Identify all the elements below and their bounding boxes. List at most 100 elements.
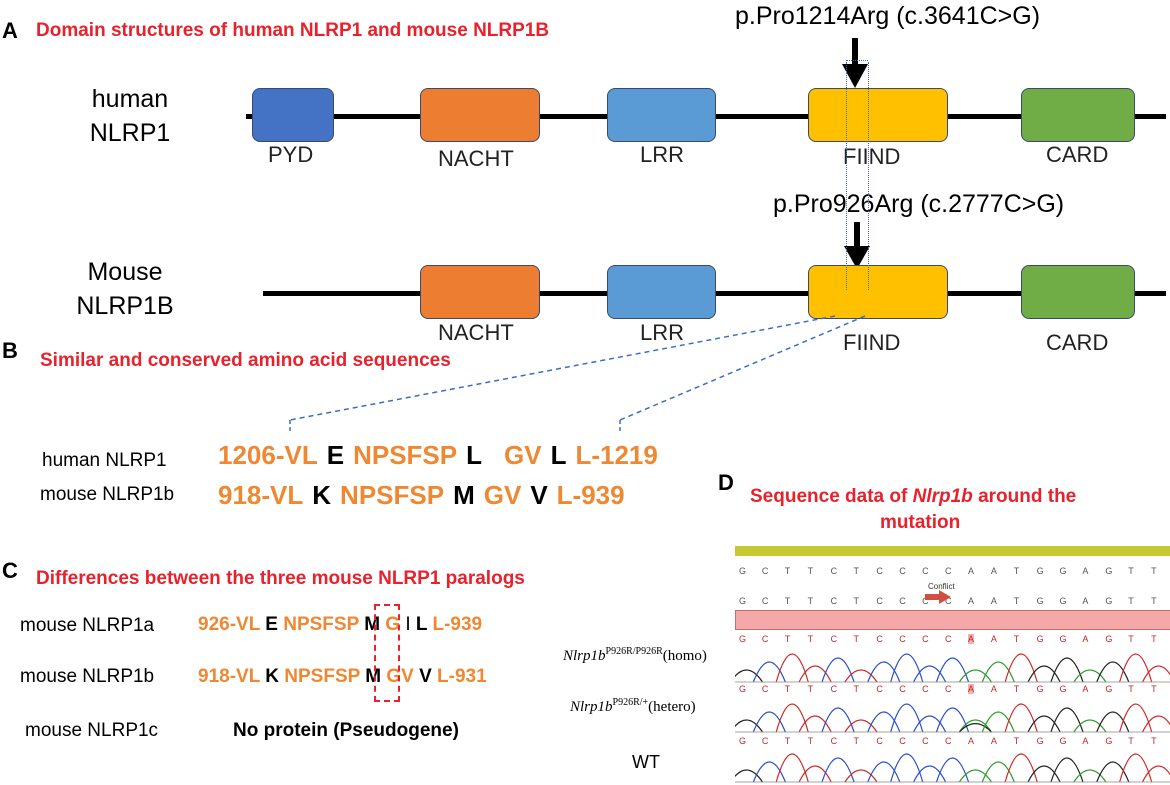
chromatogram-peak — [844, 719, 878, 733]
zoom-connector-lines — [289, 315, 866, 434]
human-domain-card — [1021, 88, 1135, 142]
base-letter: A — [1082, 736, 1089, 746]
base-letter: A — [967, 684, 974, 694]
chromatogram-homo — [735, 653, 1170, 683]
base-letter: G — [1036, 596, 1044, 606]
base-letter: C — [922, 634, 929, 644]
base-letter: T — [1013, 566, 1020, 576]
base-letter: C — [761, 596, 769, 606]
human-lrr-label: LRR — [640, 142, 685, 167]
seq-token: 918-VL — [218, 480, 304, 510]
seq-token: V — [419, 666, 432, 687]
mouse-domain-nacht — [420, 265, 540, 319]
chromatogram-peak — [1004, 703, 1038, 733]
base-letter: C — [876, 566, 883, 576]
seq-token: NPSFSP — [353, 440, 458, 470]
base-letter: G — [1105, 684, 1113, 694]
base-letter: T — [853, 736, 859, 746]
track-sup: P926R/P926R — [605, 646, 663, 657]
seq-token: L-1219 — [575, 440, 658, 470]
base-letter: A — [990, 684, 997, 694]
base-letter: T — [1151, 736, 1157, 746]
seq-token: V — [530, 480, 548, 510]
mutation-guide-line-left — [846, 62, 847, 290]
base-letter: A — [967, 634, 974, 644]
base-letter: G — [1059, 596, 1067, 606]
human-domain-lrr — [607, 88, 716, 142]
chromatogram-peak — [913, 665, 947, 683]
base-letter: T — [807, 566, 814, 576]
human-mutation-arrow-icon — [842, 38, 868, 88]
base-letter: G — [739, 596, 747, 606]
panel-d-title-gene: Nlrp1b — [912, 486, 973, 507]
base-letter: C — [761, 736, 769, 746]
chromatogram-peak — [844, 769, 878, 783]
chromatogram-peak — [958, 669, 992, 683]
base-letter: C — [876, 736, 883, 746]
seq-token: L-931 — [437, 666, 487, 687]
human-pyd-label: PYD — [268, 142, 314, 167]
chromatogram-peak — [958, 719, 992, 733]
base-letter: T — [1013, 596, 1020, 606]
base-letter: G — [1036, 736, 1044, 746]
seq-c-row1: 926-VL E NPSFSP M G I L L-939 — [198, 614, 482, 636]
mouse-domain-fiind — [808, 265, 948, 319]
seq-token: NPSFSP — [340, 480, 445, 510]
seq-b-row2-name: mouse NLRP1b — [40, 484, 175, 505]
seq-token: L — [550, 440, 567, 470]
chromatogram-peak — [775, 703, 809, 733]
chromatogram-peak — [1119, 703, 1153, 733]
panel-c-title: Differences between the three mouse NLRP… — [36, 568, 525, 589]
base-letter: G — [739, 566, 747, 576]
chromatogram-peak — [1050, 707, 1084, 733]
base-letter: A — [990, 634, 997, 644]
mouse-fiind-label: FIIND — [843, 330, 901, 355]
chromatogram-peak — [1096, 661, 1130, 683]
chromatogram-peak — [1027, 715, 1061, 733]
track-suffix: (hetero) — [648, 699, 696, 715]
base-letter: C — [899, 596, 906, 606]
chromatogram-wt — [735, 753, 1170, 783]
seq-token: M — [453, 480, 475, 510]
mouse-card-label: CARD — [1046, 330, 1109, 355]
chromatogram-peak — [1050, 657, 1084, 683]
base-letter: G — [1036, 684, 1044, 694]
pseudogene-note: No protein (Pseudogene) — [233, 720, 459, 741]
base-letter: T — [1013, 736, 1020, 746]
chromatogram-peak — [1141, 765, 1170, 783]
seq-c-row2: 918-VL K NPSFSP M GV V L-931 — [198, 666, 487, 688]
base-letter: T — [784, 684, 791, 694]
track-gene: Nlrp1b — [570, 699, 613, 715]
human-nacht-label: NACHT — [438, 146, 514, 171]
track-wt-label: WT — [632, 752, 660, 772]
base-letter: A — [1082, 684, 1089, 694]
base-letter: T — [1151, 684, 1157, 694]
base-letter: C — [876, 634, 883, 644]
base-letter: G — [739, 684, 747, 694]
seq-c-row3-name: mouse NLRP1c — [25, 720, 159, 741]
seq-token: K — [265, 666, 279, 687]
chromatogram-peak — [1027, 765, 1061, 783]
mouse-domain-lrr — [607, 265, 716, 319]
base-letter: T — [807, 596, 814, 606]
base-letter: T — [807, 634, 814, 644]
seq-c-row2-name: mouse NLRP1b — [20, 666, 155, 687]
base-letter: G — [1059, 736, 1067, 746]
base-letter: C — [922, 736, 929, 746]
chromatogram-peak — [1141, 665, 1170, 683]
base-letter: G — [1059, 566, 1067, 576]
base-letter: C — [876, 596, 883, 606]
seq-token: 1206-VL — [218, 440, 318, 470]
base-letter: G — [1105, 634, 1113, 644]
chromatogram-peak — [1027, 665, 1061, 683]
chromatogram-peak — [890, 703, 924, 733]
base-letter: T — [1013, 634, 1020, 644]
human-label-line2: NLRP1 — [89, 119, 171, 147]
seq-token: E — [326, 440, 345, 470]
chromatogram-peak — [1096, 761, 1130, 783]
base-letter: C — [761, 566, 769, 576]
